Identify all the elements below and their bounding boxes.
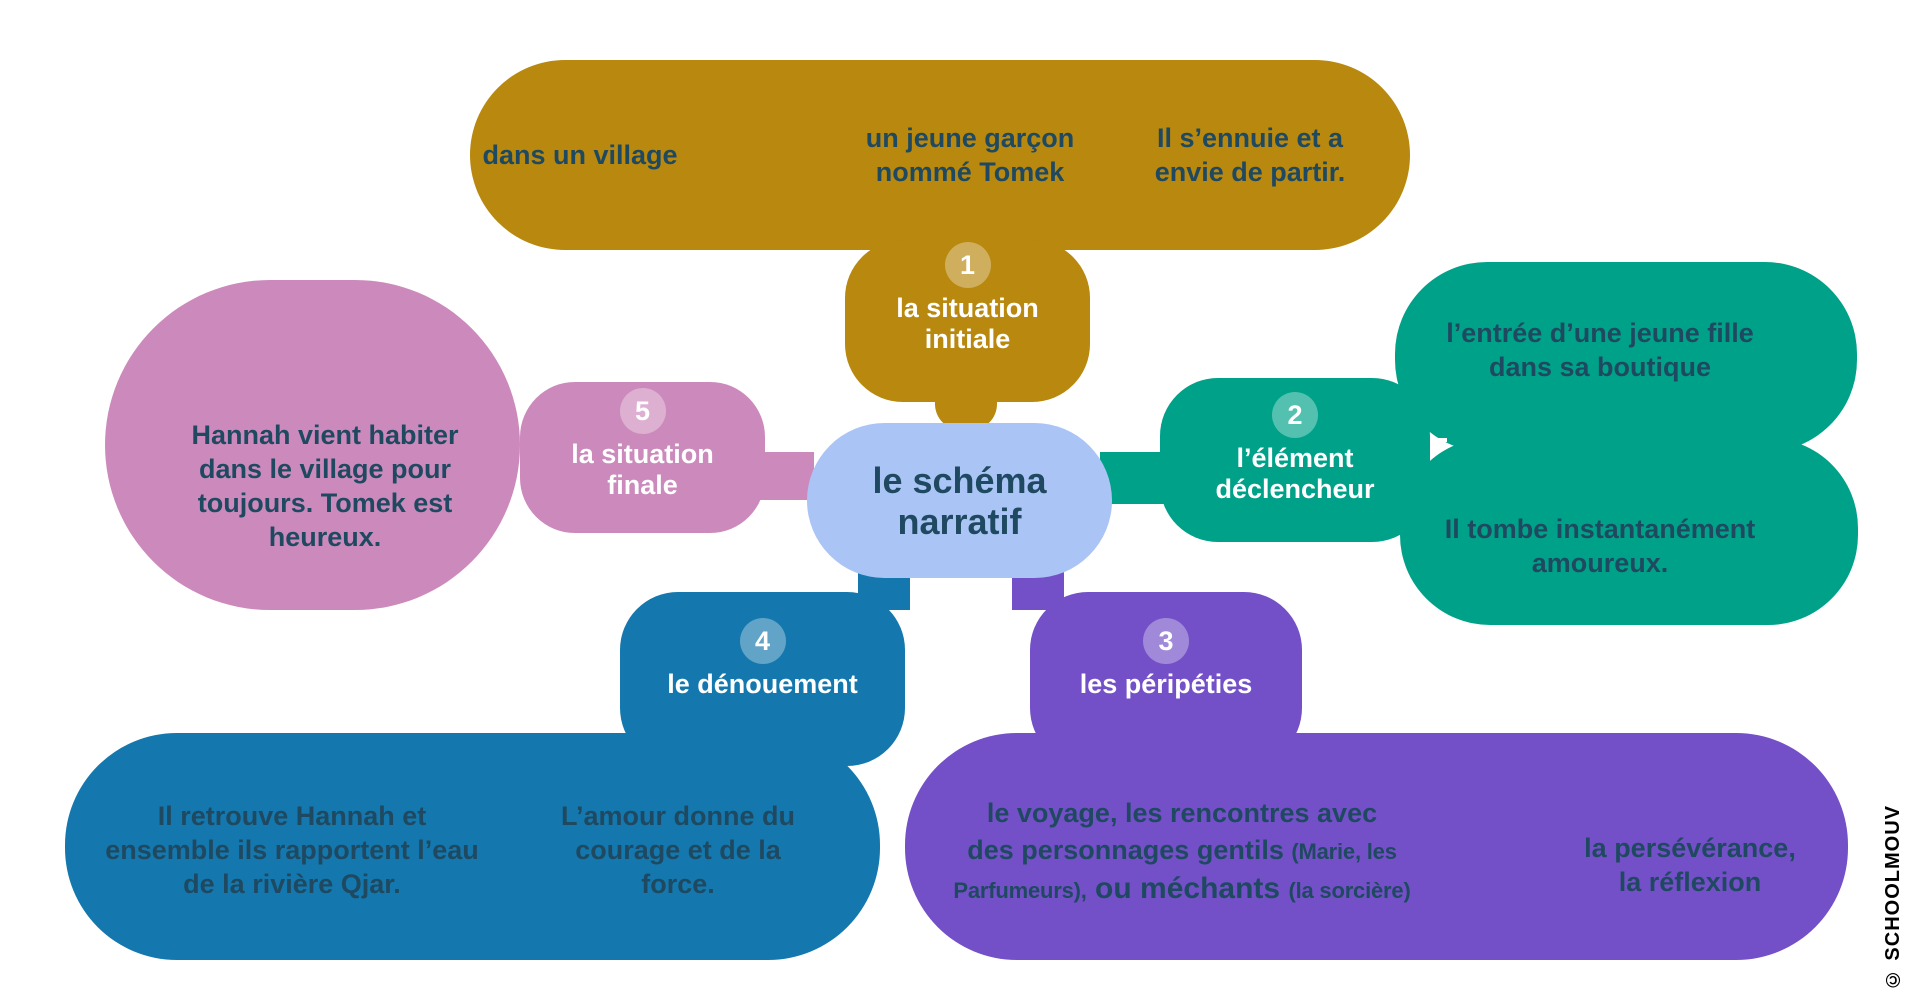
peripeties-fact-1-line3b: ou méchants: [1086, 872, 1289, 905]
denouement-number-badge: 4: [739, 618, 786, 664]
initiale-content-bubble: dans un village un jeune garçon nommé To…: [470, 60, 1410, 250]
declencheur-fact-2: Il tombe instantanément amoureux.: [1444, 514, 1756, 578]
declencheur-content-bubble-2: Il tombe instantanément amoureux.: [1400, 438, 1858, 625]
peripeties-content-bubble: le voyage, les rencontres avec des perso…: [905, 733, 1848, 960]
peripeties-fact-1-line2b: (Marie, les: [1291, 839, 1397, 864]
initiale-fact-1: dans un village: [482, 140, 678, 170]
denouement-content-bubble: Il retrouve Hannah et ensemble ils rappo…: [65, 733, 880, 960]
peripeties-fact-1-line2a: des personnages gentils: [967, 835, 1292, 865]
peripeties-fact-1-line3c: (la sorcière): [1288, 878, 1411, 903]
finale-content-bubble: Hannah vient habiter dans le village pou…: [105, 280, 520, 610]
denouement-fact-2: L’amour donne du courage et de la force.: [561, 801, 795, 899]
peripeties-fact-1-line3a: Parfumeurs),: [953, 878, 1087, 903]
watermark: © SCHOOLMOUV: [1882, 804, 1904, 990]
declencheur-content-bubble-1: l’entrée d’une jeune fille dans sa bouti…: [1395, 262, 1857, 452]
declencheur-label: l’élément déclencheur: [1215, 443, 1375, 504]
initiale-number-badge: 1: [944, 242, 991, 288]
finale-label-bubble: 5 la situation finale: [520, 382, 765, 533]
peripeties-label: les péripéties: [1079, 669, 1253, 699]
denouement-label: le dénouement: [667, 669, 858, 699]
initiale-fact-3: Il s’ennuie et a envie de partir.: [1154, 123, 1346, 187]
declencheur-number-badge: 2: [1272, 392, 1318, 438]
declencheur-fact-1: l’entrée d’une jeune fille dans sa bouti…: [1446, 318, 1754, 382]
finale-label: la situation finale: [571, 439, 714, 500]
peripeties-label-bubble: 3 les péripéties: [1030, 592, 1302, 766]
peripeties-fact-2: la persévérance, la réflexion: [1584, 833, 1796, 897]
finale-number-badge: 5: [619, 388, 666, 434]
central-topic-title: le schéma narratif: [872, 459, 1047, 542]
peripeties-fact-1: le voyage, les rencontres avec des perso…: [905, 795, 1459, 909]
initiale-fact-2: un jeune garçon nommé Tomek: [865, 123, 1075, 187]
initiale-label-bubble: 1 la situation initiale: [845, 240, 1090, 402]
denouement-fact-1: Il retrouve Hannah et ensemble ils rappo…: [105, 801, 479, 899]
finale-fact-1: Hannah vient habiter dans le village pou…: [191, 420, 459, 552]
initiale-label: la situation initiale: [896, 293, 1039, 354]
denouement-label-bubble: 4 le dénouement: [620, 592, 905, 766]
central-topic-bubble: le schéma narratif: [807, 423, 1112, 578]
declencheur-label-bubble: 2 l’élément déclencheur: [1160, 378, 1430, 542]
peripeties-fact-1-line1: le voyage, les rencontres avec: [986, 798, 1378, 828]
peripeties-number-badge: 3: [1143, 618, 1189, 664]
